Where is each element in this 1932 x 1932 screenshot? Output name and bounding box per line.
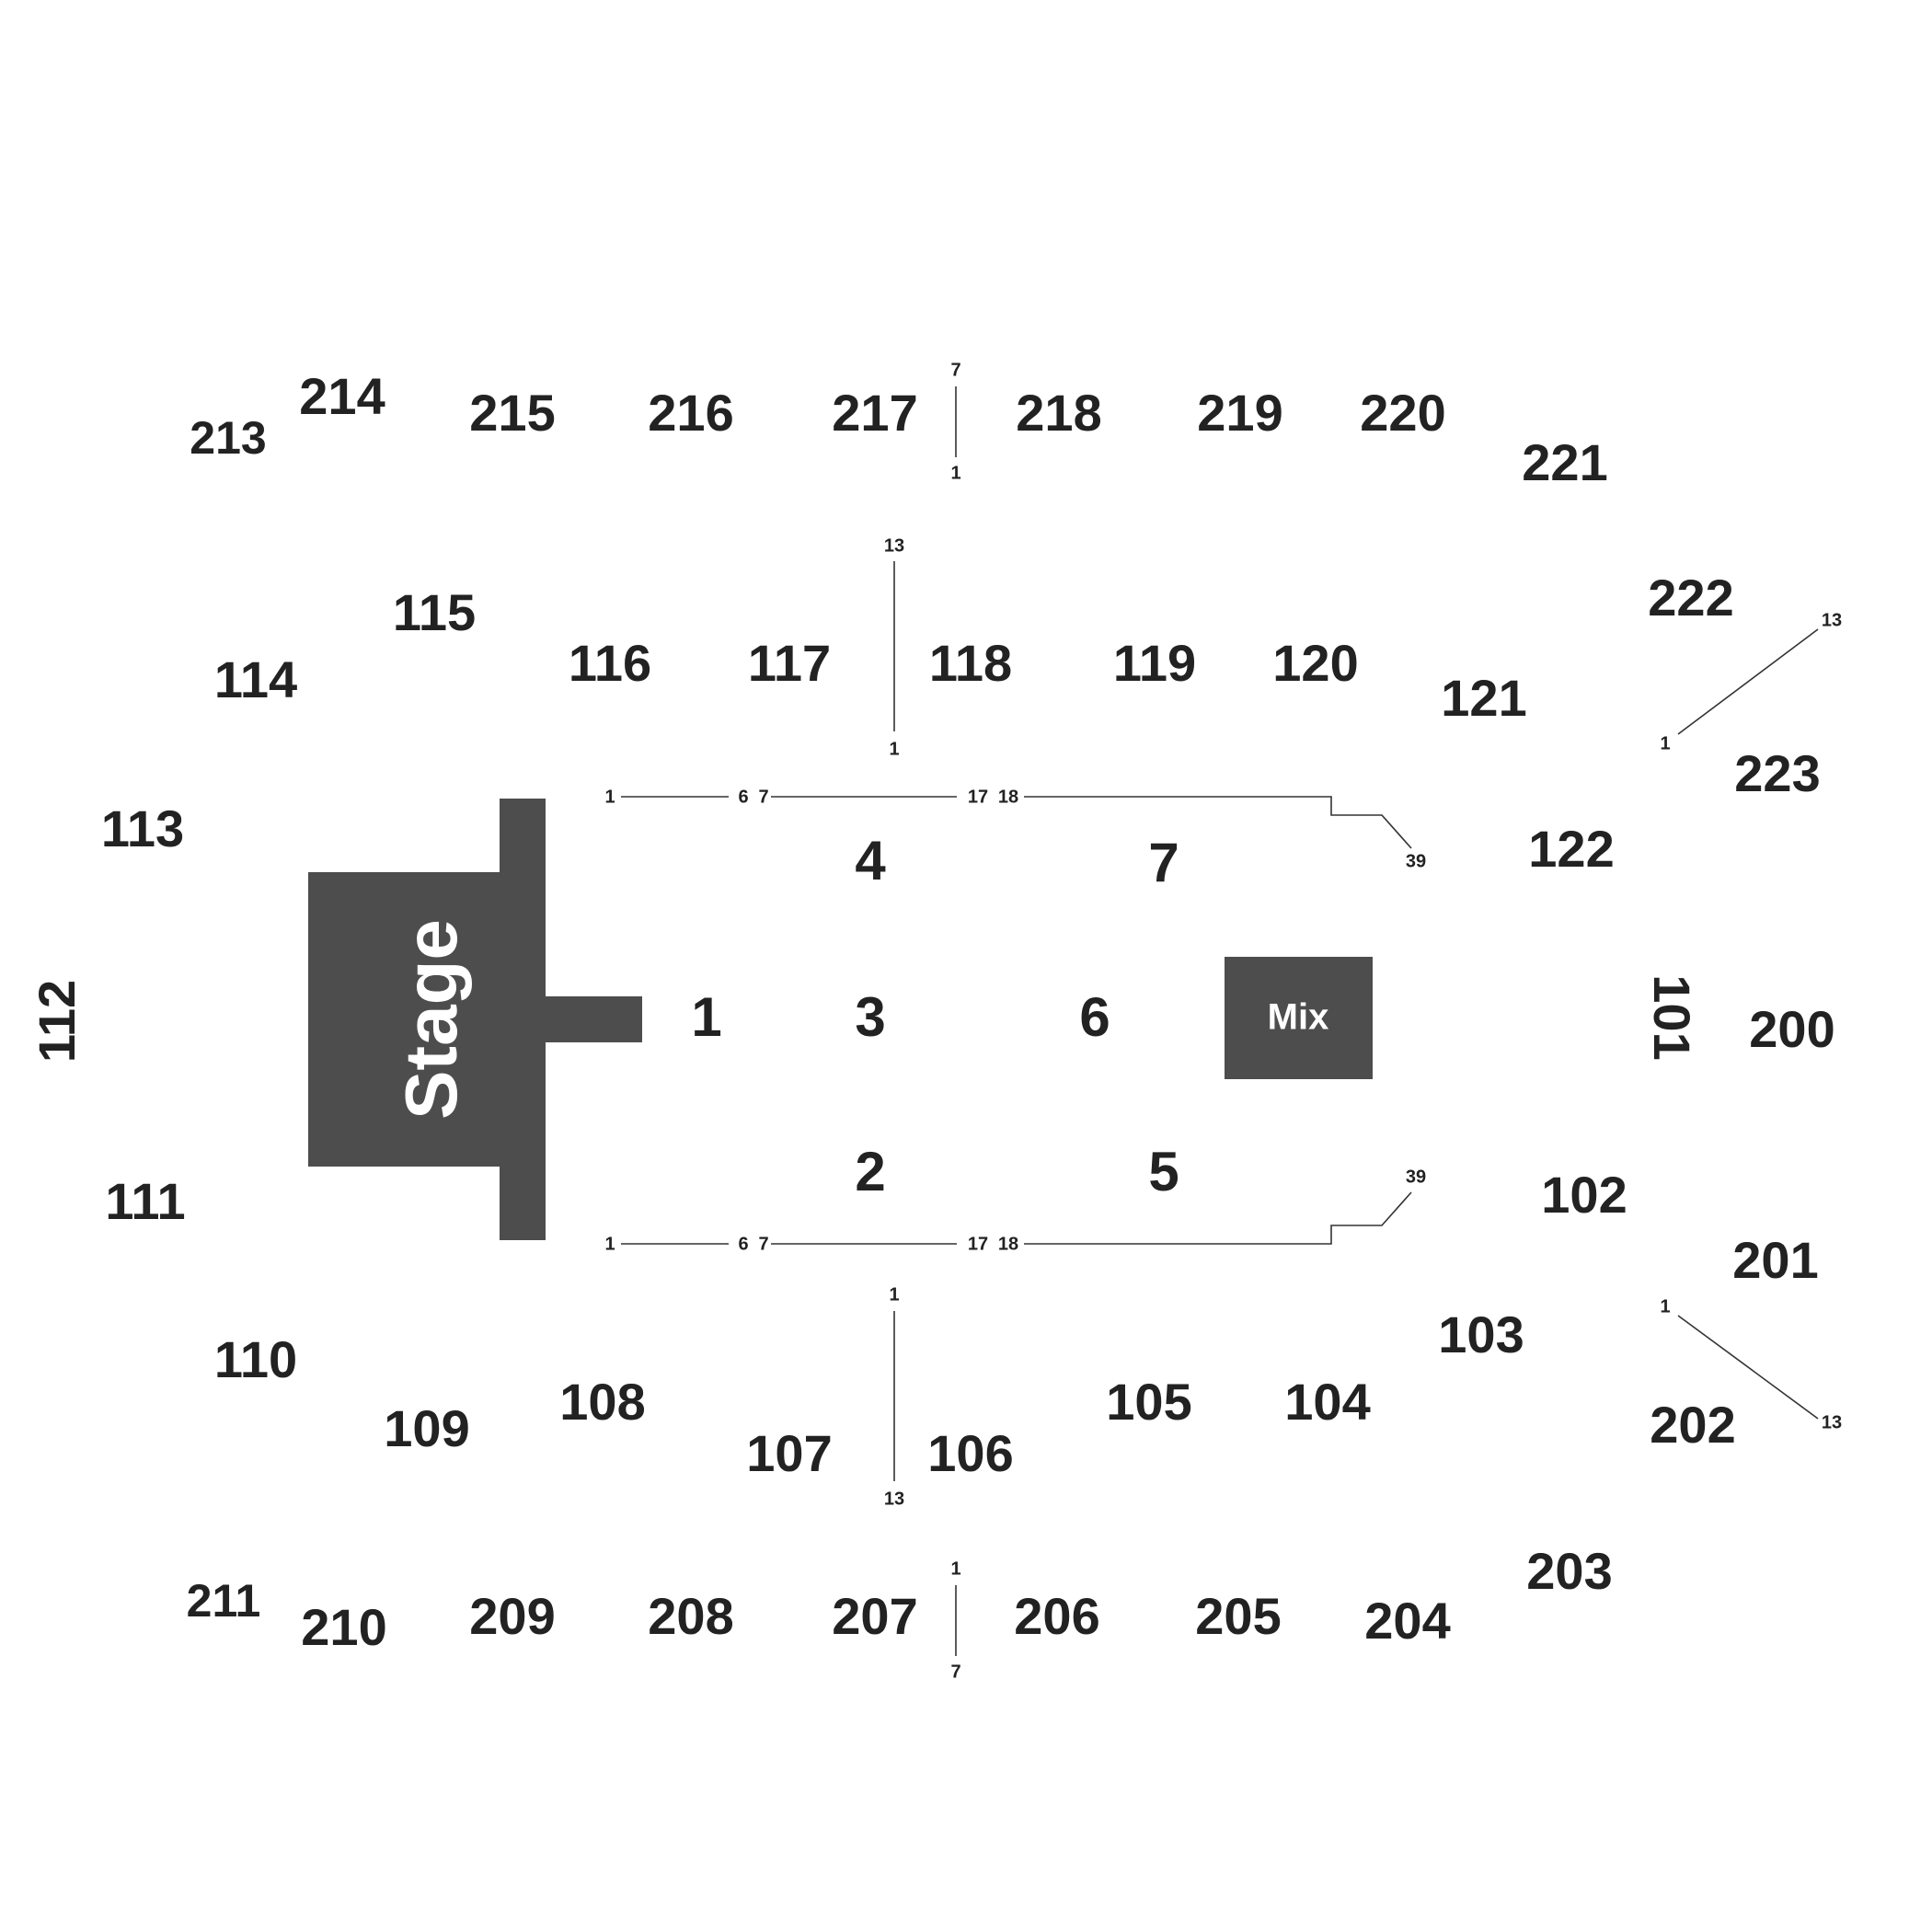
section-114[interactable]: 114	[214, 650, 297, 708]
section-213[interactable]: 213	[190, 412, 266, 464]
section-111[interactable]: 111	[105, 1172, 185, 1230]
section-200[interactable]: 200	[1749, 1000, 1834, 1058]
section-120[interactable]: 120	[1272, 634, 1358, 692]
section-209[interactable]: 209	[469, 1587, 555, 1645]
floor-section-5[interactable]: 5	[1148, 1141, 1179, 1202]
floor-section-3[interactable]: 3	[855, 986, 885, 1048]
section-104[interactable]: 104	[1284, 1373, 1370, 1431]
section-119[interactable]: 119	[1113, 634, 1196, 692]
section-214[interactable]: 214	[299, 367, 385, 425]
row-marker: 39	[1406, 1167, 1426, 1187]
row-marker: 1	[889, 1284, 899, 1305]
section-117[interactable]: 117	[748, 634, 831, 692]
section-203[interactable]: 203	[1526, 1542, 1612, 1600]
section-101[interactable]: 101	[1643, 974, 1701, 1060]
row-marker: 1	[950, 1558, 960, 1579]
section-122[interactable]: 122	[1528, 820, 1614, 878]
section-202[interactable]: 202	[1650, 1396, 1735, 1454]
row-marker: 1	[1660, 733, 1670, 753]
diagonal-divider-top	[1677, 628, 1819, 735]
section-207[interactable]: 207	[832, 1587, 917, 1645]
stage[interactable]: Stage	[308, 799, 642, 1240]
row-marker: 18	[998, 1234, 1018, 1254]
floor-section-1[interactable]: 1	[691, 986, 721, 1048]
floor-row-line-top	[1024, 796, 1412, 849]
section-217[interactable]: 217	[832, 384, 917, 442]
mix-position[interactable]: Mix	[1225, 957, 1373, 1079]
section-110[interactable]: 110	[214, 1330, 297, 1388]
row-marker: 13	[884, 535, 904, 556]
row-marker: 1	[1660, 1296, 1670, 1317]
row-marker: 7	[950, 360, 960, 380]
stage-wing	[500, 799, 546, 1240]
row-marker: 18	[998, 787, 1018, 807]
section-204[interactable]: 204	[1364, 1592, 1450, 1650]
section-115[interactable]: 115	[393, 583, 476, 641]
section-210[interactable]: 210	[301, 1598, 386, 1656]
section-112[interactable]: 112	[28, 980, 86, 1063]
section-218[interactable]: 218	[1016, 384, 1101, 442]
row-marker: 17	[968, 1234, 988, 1254]
row-marker: 1	[604, 787, 615, 807]
section-107[interactable]: 107	[746, 1424, 832, 1482]
mix-box	[1225, 957, 1373, 1079]
row-marker: 13	[1822, 610, 1842, 630]
section-118[interactable]: 118	[929, 634, 1012, 692]
row-marker: 13	[1822, 1412, 1842, 1432]
row-marker: 13	[884, 1489, 904, 1509]
section-211[interactable]: 211	[187, 1575, 261, 1627]
row-marker: 7	[758, 787, 768, 807]
section-223[interactable]: 223	[1734, 744, 1820, 802]
section-108[interactable]: 108	[559, 1373, 645, 1431]
stage-label: Stage	[390, 919, 472, 1120]
section-208[interactable]: 208	[648, 1587, 733, 1645]
stage-thrust	[543, 996, 642, 1042]
floor-section-2[interactable]: 2	[855, 1141, 885, 1202]
row-marker: 17	[968, 787, 988, 807]
row-marker: 7	[758, 1234, 768, 1254]
floor-section-7[interactable]: 7	[1148, 832, 1179, 893]
section-220[interactable]: 220	[1360, 384, 1445, 442]
row-marker: 7	[950, 1662, 960, 1682]
section-206[interactable]: 206	[1014, 1587, 1099, 1645]
row-marker: 6	[738, 787, 748, 807]
section-109[interactable]: 109	[384, 1399, 469, 1457]
section-201[interactable]: 201	[1732, 1231, 1818, 1289]
section-106[interactable]: 106	[927, 1424, 1013, 1482]
section-216[interactable]: 216	[648, 384, 733, 442]
section-222[interactable]: 222	[1648, 569, 1733, 627]
section-113[interactable]: 113	[101, 799, 184, 857]
section-215[interactable]: 215	[469, 384, 555, 442]
row-marker: 39	[1406, 851, 1426, 871]
section-105[interactable]: 105	[1106, 1373, 1191, 1431]
diagonal-divider-bottom	[1677, 1315, 1819, 1420]
section-121[interactable]: 121	[1441, 669, 1526, 727]
section-116[interactable]: 116	[569, 634, 651, 692]
section-102[interactable]: 102	[1541, 1166, 1627, 1224]
section-221[interactable]: 221	[1522, 433, 1607, 491]
row-marker: 1	[950, 463, 960, 483]
mix-label: Mix	[1268, 997, 1329, 1038]
row-marker: 1	[604, 1234, 615, 1254]
section-205[interactable]: 205	[1195, 1587, 1281, 1645]
section-103[interactable]: 103	[1438, 1305, 1524, 1363]
row-marker: 1	[889, 739, 899, 759]
floor-row-line-bottom	[1024, 1191, 1412, 1245]
floor-section-6[interactable]: 6	[1079, 986, 1110, 1048]
section-219[interactable]: 219	[1197, 384, 1282, 442]
row-marker: 6	[738, 1234, 748, 1254]
floor-section-4[interactable]: 4	[855, 830, 886, 891]
